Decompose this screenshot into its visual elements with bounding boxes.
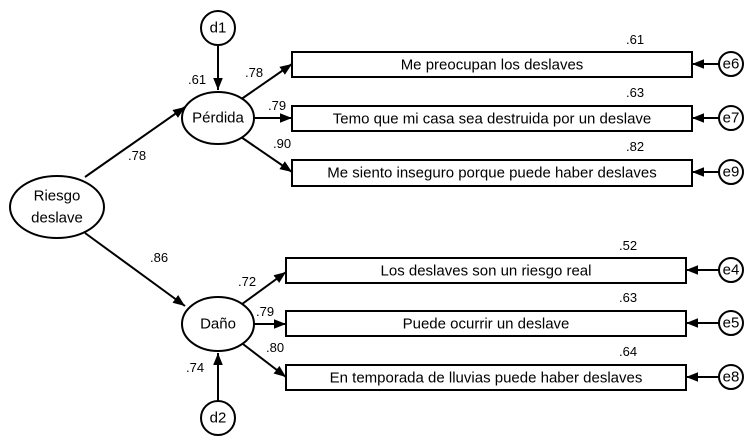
r2-i5: .63 [619,290,637,305]
error-e4: e4 [718,257,744,283]
latent-dano: Daño [181,296,255,352]
indicator-i3-label: Me siento inseguro porque puede haber de… [327,165,656,182]
latent-dano-label: Daño [200,316,236,333]
coef-dano-i5: .79 [256,304,274,319]
indicator-i4-label: Los deslaves son un riesgo real [381,263,592,280]
disturbance-d2-label: d2 [210,410,227,427]
latent-perdida-label: Pérdida [192,110,244,127]
path-perdida-i3 [240,136,293,173]
r2-i6: .64 [619,344,637,359]
indicator-i2-label: Temo que mi casa sea destruida por un de… [333,111,652,128]
latent-riesgo-deslave: Riesgo deslave [9,175,105,239]
indicator-i6: En temporada de lluvias puede haber desl… [285,364,687,391]
error-e7: e7 [718,105,744,131]
indicator-i5: Puede ocurrir un deslave [285,310,687,337]
error-e8-label: e8 [723,369,740,386]
r2-perdida: .61 [188,72,206,87]
path-dano-i6 [238,340,287,378]
indicator-i4: Los deslaves son un riesgo real [285,257,687,284]
disturbance-d1-label: d1 [210,20,227,37]
error-e6: e6 [718,51,744,77]
indicator-i5-label: Puede ocurrir un deslave [403,316,570,333]
indicator-i2: Temo que mi casa sea destruida por un de… [291,105,693,132]
error-e5-label: e5 [723,315,740,332]
error-e5: e5 [718,310,744,336]
error-e7-label: e7 [723,110,740,127]
latent-riesgo-label-line1: Riesgo [34,188,81,205]
indicator-i1-label: Me preocupan los deslaves [401,57,584,74]
indicator-i6-label: En temporada de lluvias puede haber desl… [330,370,643,387]
error-e6-label: e6 [723,56,740,73]
coef-dano-i4: .72 [238,274,256,289]
latent-riesgo-label-line2: deslave [31,210,83,227]
latent-perdida: Pérdida [181,91,255,145]
error-e8: e8 [718,364,744,390]
coef-riesgo-dano: .86 [150,250,168,265]
coef-perdida-i2: .79 [268,98,286,113]
indicator-i1: Me preocupan los deslaves [291,51,693,78]
coef-riesgo-perdida: .78 [128,148,146,163]
coef-dano-i6: .80 [266,340,284,355]
path-riesgo-dano [84,232,186,307]
path-riesgo-perdida [84,106,186,178]
disturbance-d1: d1 [200,10,236,46]
path-dano-i4 [237,271,287,308]
path-perdida-i1 [239,63,293,101]
error-e9-label: e9 [723,164,740,181]
r2-i4: .52 [619,238,637,253]
coef-perdida-i1: .78 [245,65,263,80]
r2-i1: .61 [626,32,644,47]
indicator-i3: Me siento inseguro porque puede haber de… [291,159,693,187]
r2-i3: .82 [626,139,644,154]
r2-i2: .63 [626,85,644,100]
disturbance-d2: d2 [200,400,236,436]
error-e4-label: e4 [723,262,740,279]
r2-dano: .74 [186,360,204,375]
error-e9: e9 [718,159,744,185]
coef-perdida-i3: .90 [273,136,291,151]
